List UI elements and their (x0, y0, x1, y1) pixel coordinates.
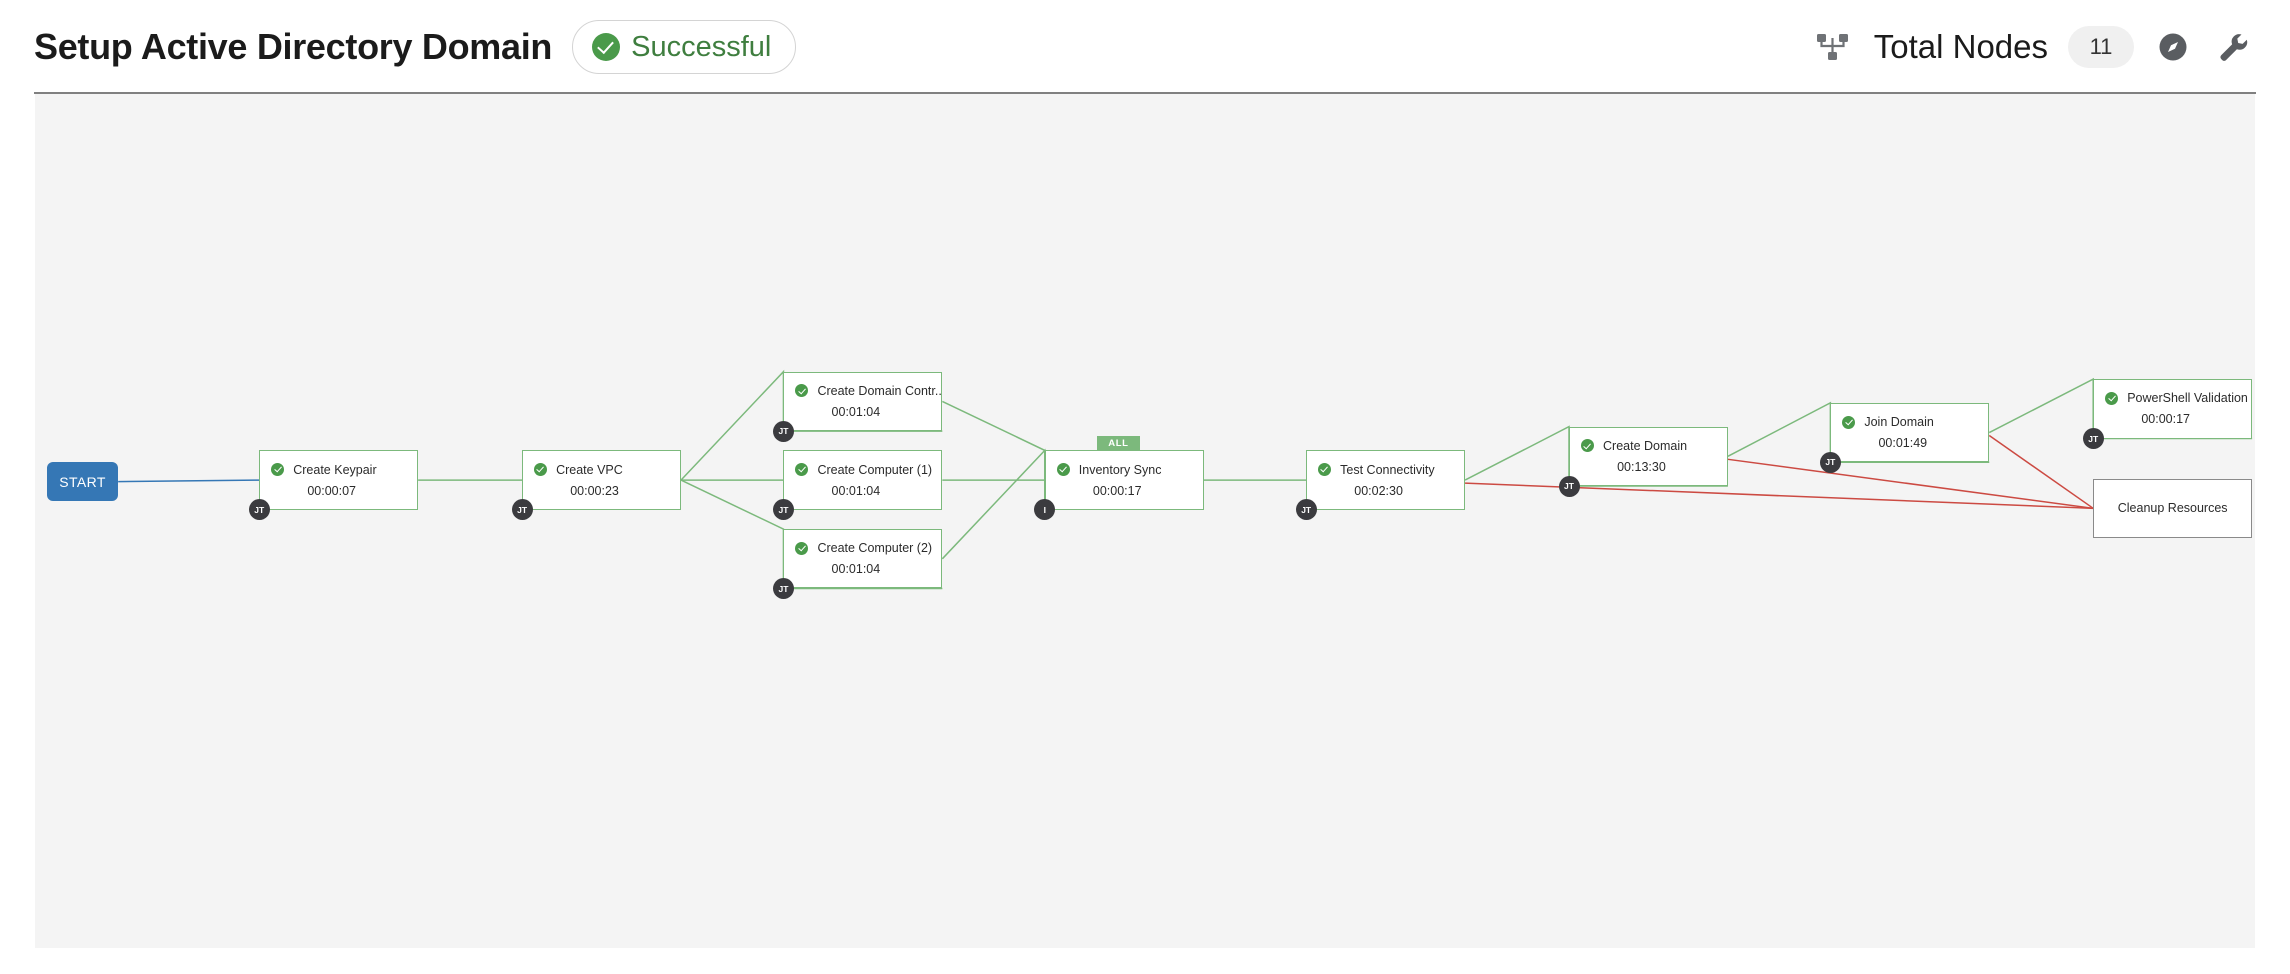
node-type-badge-jt[interactable]: JT (248, 499, 270, 521)
status-badge: Successful (572, 20, 797, 74)
workflow-node-create-domain[interactable]: Create Domain 00:13:30 (1569, 426, 1728, 487)
node-title: Create Domain (1603, 438, 1688, 453)
edge-layer (118, 369, 2253, 590)
header-divider (34, 92, 2256, 94)
node-elapsed-time: 00:13:30 (1617, 459, 1666, 474)
node-title: PowerShell Validation (2127, 391, 2248, 406)
node-success-check-icon (795, 541, 809, 555)
edge-join-domain-to-cleanup-resources (1988, 434, 2094, 509)
node-title-row: Create Computer (1) (784, 463, 941, 477)
workflow-node-inventory-sync[interactable]: Inventory Sync 00:00:17 (1044, 450, 1204, 510)
page-header: Setup Active Directory Domain Successful… (0, 0, 2290, 94)
node-elapsed-time: 00:01:49 (1878, 436, 1928, 451)
node-success-check-icon (795, 384, 809, 398)
workflow-topology-icon[interactable] (1816, 32, 1850, 62)
node-title-row: Cleanup Resources (2118, 501, 2228, 515)
node-title: Create VPC (556, 462, 623, 477)
workflow-node-cleanup-resources[interactable]: Cleanup Resources (2093, 478, 2253, 538)
node-title-row: Test Connectivity (1307, 463, 1464, 477)
node-type-badge-jt[interactable]: JT (2082, 428, 2104, 450)
node-title-row: Create Domain Contr... (784, 384, 941, 398)
node-type-badge-jt[interactable]: JT (772, 578, 794, 599)
node-title-row: Create Domain (1570, 439, 1727, 453)
status-badge-label: Successful (631, 30, 772, 63)
node-elapsed-time: 00:00:17 (1092, 483, 1142, 498)
edge-create-domain-to-join-domain (1727, 401, 1832, 463)
node-elapsed-time: 00:01:04 (831, 404, 881, 419)
start-node-label: START (59, 473, 106, 490)
node-success-check-icon (534, 463, 548, 477)
node-type-badge-jt[interactable]: JT (1558, 475, 1580, 497)
node-success-check-icon (1581, 439, 1594, 453)
total-nodes-count: 11 (2068, 26, 2134, 68)
node-title: Create Keypair (293, 462, 377, 477)
node-success-check-icon (1056, 463, 1070, 477)
page-title: Setup Active Directory Domain (34, 26, 553, 67)
node-success-check-icon (1842, 415, 1856, 429)
node-title: Create Computer (1) (817, 462, 933, 477)
edge-start-to-create-keypair (118, 479, 260, 483)
compass-icon[interactable] (2154, 28, 2192, 66)
node-type-badge-jt[interactable]: JT (511, 499, 533, 521)
total-nodes-label: Total Nodes (1873, 28, 2048, 65)
node-type-badge-jt[interactable]: JT (772, 420, 794, 442)
start-node[interactable]: START (46, 462, 119, 501)
edge-create-computer-2-to-inventory-sync (941, 448, 1046, 560)
edge-create-domain-to-cleanup-resources (1727, 458, 2094, 510)
workflow-node-create-computer-2[interactable]: Create Computer (2) 00:01:04 (783, 529, 943, 589)
node-title: Cleanup Resources (2117, 501, 2228, 516)
node-title-row: Create Computer (2) (784, 541, 941, 555)
edge-create-vpc-to-create-computer-2 (680, 479, 785, 589)
node-title: Join Domain (1864, 415, 1934, 430)
node-title: Test Connectivity (1340, 462, 1435, 477)
node-elapsed-time: 00:01:04 (831, 483, 881, 498)
workflow-node-create-computer-1[interactable]: Create Computer (1) 00:01:04 (783, 450, 943, 510)
workflow-node-create-keypair[interactable]: Create Keypair 00:00:07 (259, 450, 419, 510)
node-title: Create Domain Contr... (817, 383, 942, 398)
header-right-group: Total Nodes 11 (1816, 0, 2252, 94)
node-type-badge-jt[interactable]: JT (1819, 451, 1841, 473)
header-left-group: Setup Active Directory Domain Successful (34, 0, 797, 94)
workflow-node-create-domain-controller[interactable]: Create Domain Contr... 00:01:04 (783, 371, 943, 432)
node-elapsed-time: 00:00:23 (570, 483, 619, 498)
node-type-badge-jt[interactable]: JT (1295, 499, 1317, 521)
node-elapsed-time: 00:00:07 (307, 483, 357, 498)
node-title: Create Computer (2) (817, 541, 933, 556)
node-title-row: Join Domain (1831, 415, 1988, 429)
edge-test-connectivity-to-create-domain (1464, 425, 1570, 487)
edge-join-domain-to-powershell-validation (1988, 377, 2094, 439)
workflow-node-test-connectivity[interactable]: Test Connectivity 00:02:30 (1306, 450, 1466, 510)
node-title: Inventory Sync (1078, 462, 1162, 477)
node-title-row: Create VPC (523, 463, 680, 477)
workflow-node-powershell-validation[interactable]: PowerShell Validation 00:00:17 (2093, 379, 2253, 439)
check-circle-icon (592, 33, 621, 61)
node-title-row: PowerShell Validation (2094, 391, 2251, 405)
node-success-check-icon (2105, 391, 2119, 405)
edge-create-domain-controller-to-inventory-sync (942, 400, 1046, 510)
node-type-badge-jt[interactable]: JT (772, 499, 794, 521)
edge-create-vpc-to-create-domain-controller (680, 369, 785, 481)
node-success-check-icon (795, 463, 809, 477)
node-type-badge-i[interactable]: I (1034, 499, 1056, 521)
node-elapsed-time: 00:02:30 (1354, 483, 1403, 498)
node-success-check-icon (271, 463, 285, 477)
node-elapsed-time: 00:01:04 (831, 562, 881, 577)
workflow-node-join-domain[interactable]: Join Domain 00:01:49 (1830, 402, 1990, 463)
node-success-check-icon (1318, 463, 1332, 477)
workflow-node-create-vpc[interactable]: Create VPC 00:00:23 (522, 450, 681, 510)
node-title-row: Create Keypair (260, 463, 417, 477)
wrench-icon[interactable] (2212, 27, 2252, 67)
node-elapsed-time: 00:00:17 (2141, 412, 2190, 427)
node-all-tab-badge: ALL (1097, 436, 1140, 451)
node-title-row: Inventory Sync (1046, 463, 1203, 477)
